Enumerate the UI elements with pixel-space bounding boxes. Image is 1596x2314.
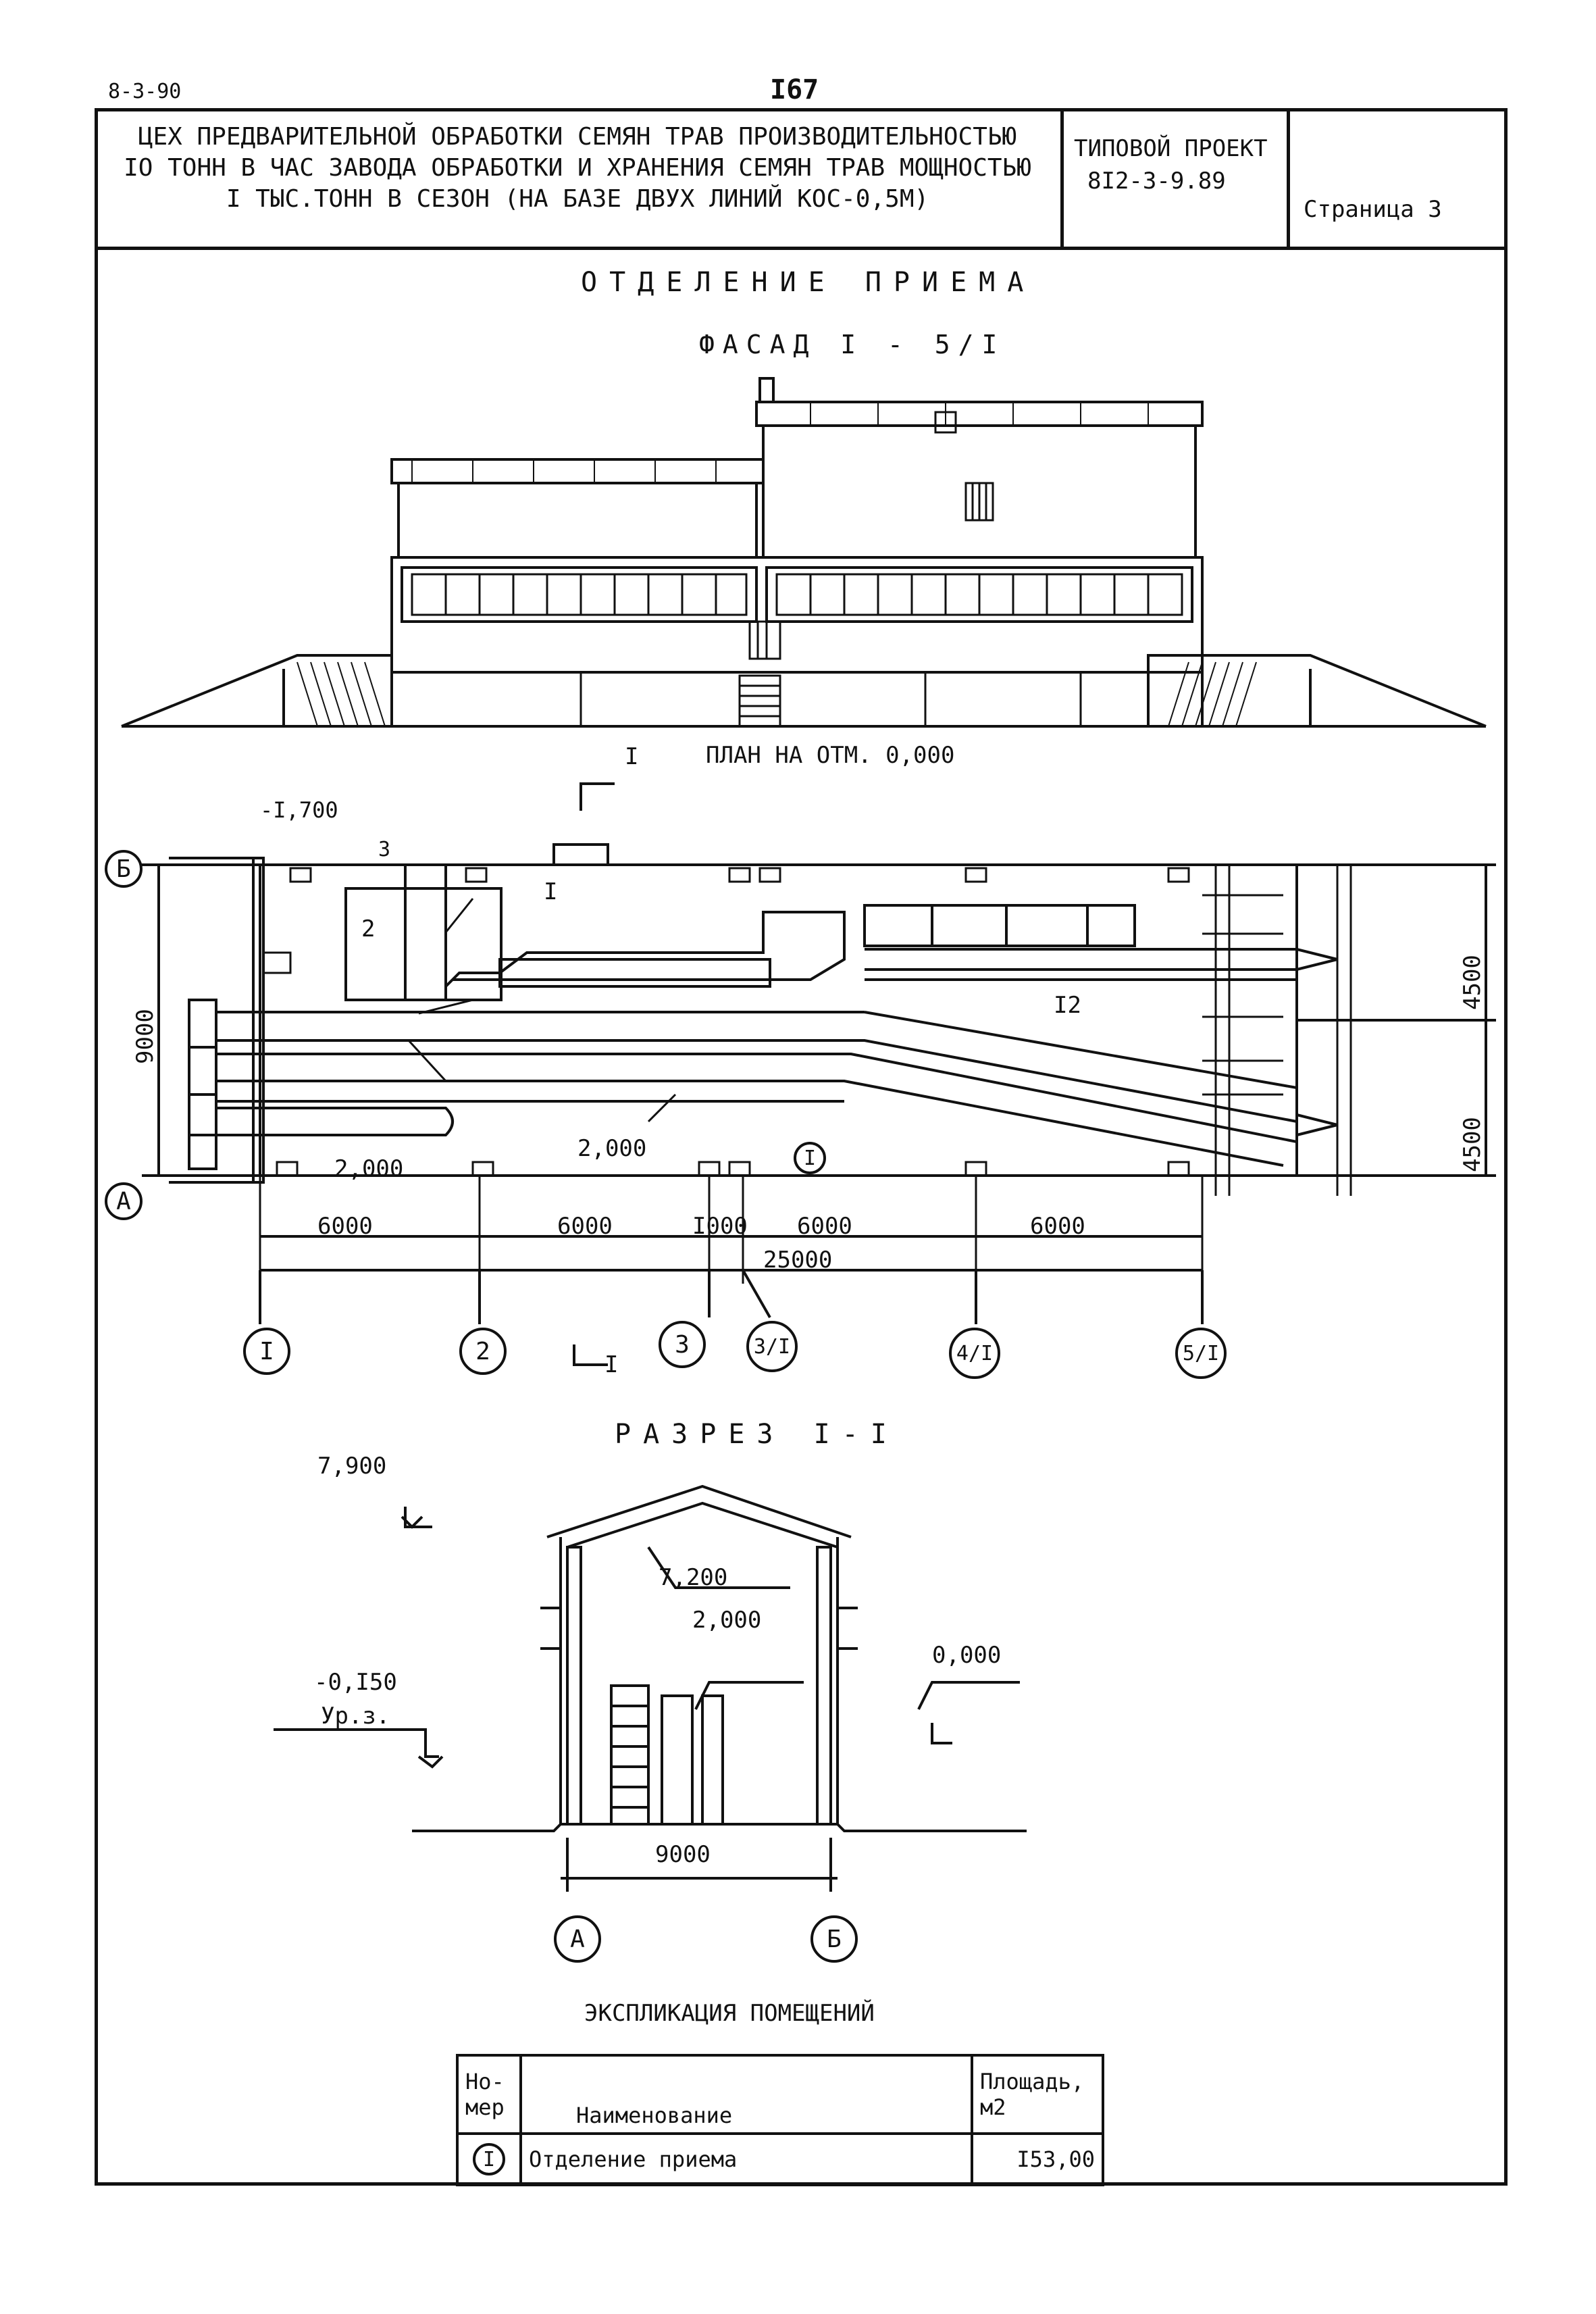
dim-right-1: 4500 <box>1459 955 1486 1010</box>
col-area-header: Площадь, м2 <box>971 2054 1104 2135</box>
facade-title: ФАСАД I - 5/I <box>699 330 1006 359</box>
title-line-1: ЦЕХ ПРЕДВАРИТЕЛЬНОЙ ОБРАБОТКИ СЕМЯН ТРАВ… <box>138 123 1017 151</box>
section-width-dim: 9000 <box>655 1841 711 1868</box>
callout-2: 2 <box>361 915 376 942</box>
cut-mark-bottom: I <box>604 1351 619 1378</box>
row-number-cell: I <box>456 2132 522 2186</box>
dim-total: 25000 <box>763 1247 833 1274</box>
row-number: I <box>482 2147 496 2171</box>
title-divider-2 <box>1287 108 1290 250</box>
level-7200: 7,200 <box>659 1564 728 1591</box>
axis-col-1-label: I <box>259 1337 274 1365</box>
table-row: I Отделение приема I53,00 <box>456 2132 1104 2186</box>
explication-title: ЭКСПЛИКАЦИЯ ПОМЕЩЕНИЙ <box>584 2000 875 2027</box>
level-2000: 2,000 <box>692 1607 762 1634</box>
facade-drawing <box>121 377 1487 728</box>
dim-bottom-1: 6000 <box>317 1213 373 1240</box>
page-label: Страница 3 <box>1304 196 1442 223</box>
title-divider-1 <box>1060 108 1064 250</box>
title-line-2: IO ТОНН В ЧАС ЗАВОДА ОБРАБОТКИ И ХРАНЕНИ… <box>124 154 1031 182</box>
explication-table: Но- мер Наименование Площадь, м2 I Отдел… <box>456 2054 1104 2186</box>
section-heading: ОТДЕЛЕНИЕ ПРИЕМА <box>581 267 1036 298</box>
callout-1: I <box>544 878 558 905</box>
floor-mark-1: 2,000 <box>334 1155 404 1182</box>
level-minus-0150: -0,I50 <box>314 1669 397 1696</box>
cut-mark-top: I <box>625 743 639 770</box>
dim-right-2: 4500 <box>1459 1117 1486 1172</box>
col-name-header: Наименование <box>519 2054 973 2135</box>
axis-col-3-label: 3 <box>675 1330 690 1359</box>
title-block: ЦЕХ ПРЕДВАРИТЕЛЬНОЙ ОБРАБОТКИ СЕМЯН ТРАВ… <box>95 108 1508 250</box>
axis-col-4i: 4/I <box>949 1328 1000 1379</box>
axis-a-marker: А <box>105 1182 143 1220</box>
room-number: I <box>803 1146 817 1170</box>
axis-col-5i-label: 5/I <box>1182 1341 1220 1365</box>
page-number: I67 <box>770 74 819 105</box>
dim-bottom-5: 6000 <box>1030 1213 1085 1240</box>
project-code: 8I2-3-9.89 <box>1087 168 1226 195</box>
dim-left: 9000 <box>132 1009 159 1064</box>
plan-title: ПЛАН НА ОТМ. 0,000 <box>706 742 955 769</box>
dim-bottom-2: 6000 <box>557 1213 613 1240</box>
row-number-marker: I <box>473 2143 505 2175</box>
axis-col-2: 2 <box>459 1328 507 1375</box>
section-cut-title: РАЗРЕЗ I-I <box>615 1419 899 1450</box>
ground-level-label: Ур.з. <box>321 1703 390 1730</box>
row-area-cell: I53,00 <box>971 2132 1104 2186</box>
section-axis-a-label: А <box>570 1925 585 1953</box>
callout-3: 3 <box>378 838 391 861</box>
row-name-cell: Отделение приема <box>519 2132 973 2186</box>
section-axis-b: Б <box>810 1915 858 1963</box>
title-line-3: I ТЫС.ТОНН В СЕЗОН (НА БАЗЕ ДВУХ ЛИНИЙ К… <box>226 185 929 213</box>
level-0000: 0,000 <box>932 1642 1002 1669</box>
project-label: ТИПОВОЙ ПРОЕКТ <box>1074 135 1268 162</box>
level-7900: 7,900 <box>317 1453 387 1480</box>
title-text: ЦЕХ ПРЕДВАРИТЕЛЬНОЙ ОБРАБОТКИ СЕМЯН ТРАВ… <box>95 122 1060 215</box>
axis-col-3i-label: 3/I <box>753 1334 791 1359</box>
plan-drawing <box>142 782 1496 1366</box>
axis-col-5i: 5/I <box>1175 1328 1227 1379</box>
section-axis-a: А <box>554 1915 601 1963</box>
axis-col-1: I <box>243 1328 290 1375</box>
axis-b-marker: Б <box>105 850 143 888</box>
floor-mark-2: 2,000 <box>577 1135 647 1162</box>
col-number-header: Но- мер <box>456 2054 522 2135</box>
section-axis-b-label: Б <box>827 1925 842 1953</box>
dim-bottom-3: I000 <box>692 1213 748 1240</box>
axis-col-3: 3 <box>659 1321 706 1368</box>
axis-col-2-label: 2 <box>475 1337 490 1365</box>
dim-bottom-4: 6000 <box>797 1213 852 1240</box>
axis-col-4i-label: 4/I <box>956 1341 994 1365</box>
axis-b-label: Б <box>116 855 131 883</box>
axis-a-label: А <box>116 1187 131 1215</box>
room-number-marker: I <box>794 1142 826 1174</box>
explication-header-row: Но- мер Наименование Площадь, м2 <box>456 2054 1104 2135</box>
axis-col-3i: 3/I <box>746 1321 798 1372</box>
callout-12: I2 <box>1054 992 1081 1019</box>
doc-code: 8-3-90 <box>108 80 182 103</box>
plan-level-mark: -I,700 <box>260 797 338 823</box>
section-cut-drawing <box>274 1484 1027 1892</box>
